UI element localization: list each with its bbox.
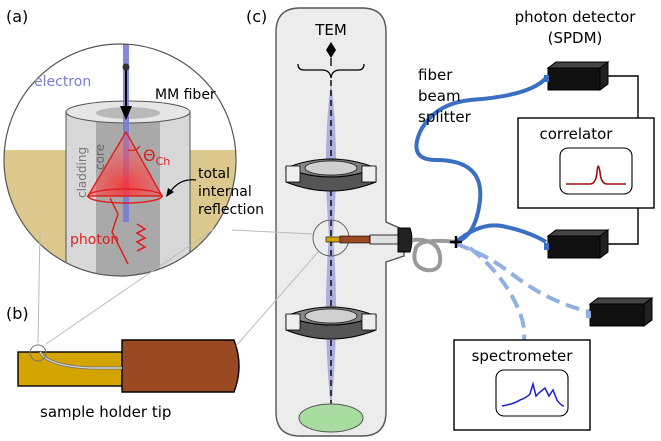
photon-detector-label-2: (SPDM) (548, 29, 603, 47)
theta-label: ΘCh (143, 146, 170, 168)
core-label: core (93, 144, 107, 170)
correlator-wire-top (608, 75, 639, 118)
holder-zoom-circle (29, 344, 47, 362)
correlator-box: correlator (517, 117, 655, 209)
splitter-label-1: fiber (418, 66, 453, 84)
lower-lens (284, 306, 378, 340)
panel-a-zoom: electron MM fiber cladding core ΘCh tota… (3, 43, 264, 277)
electron-label: electron (34, 74, 91, 90)
dashed-fiber-right (455, 242, 591, 314)
detector-upper (544, 61, 610, 91)
detector-lower (586, 297, 654, 327)
zoom-circle-border (3, 43, 237, 277)
theta-arc (127, 145, 141, 152)
tir-arrow (169, 179, 197, 193)
gun-tip-icon (326, 42, 336, 58)
fiber-network: fiber beam splitter (411, 66, 591, 341)
upper-lens (284, 158, 378, 192)
correlation-peak (566, 165, 626, 185)
splitter-label-2: beam (418, 87, 461, 105)
holder-body-brown (121, 339, 240, 393)
electron-arrow-icon (120, 106, 132, 120)
tir-label-1: total (198, 166, 230, 182)
detector-middle (544, 229, 610, 259)
photon-path (109, 197, 129, 265)
spectrometer-label: spectrometer (472, 347, 574, 365)
splitter-label-3: splitter (418, 108, 472, 126)
photon-wave (135, 223, 147, 252)
panel-b: (b) sample holder tip (6, 228, 240, 421)
correlator-label: correlator (540, 125, 614, 143)
dashed-fiber-down (468, 246, 527, 341)
electron-dot (122, 63, 130, 71)
tem-column: TEM (231, 7, 413, 437)
mm-fiber-label: MM fiber (155, 87, 216, 103)
sample-holder-label: sample holder tip (40, 403, 171, 421)
electron-gun (297, 63, 365, 79)
spectrometer-box: spectrometer (453, 339, 591, 431)
blue-fiber-lower (454, 223, 548, 244)
fluorescent-screen (298, 403, 364, 433)
holder-knob (397, 227, 413, 253)
cladding-label: cladding (75, 147, 89, 198)
tir-label-3: reflection (198, 202, 264, 218)
panel-label-b: (b) (6, 304, 29, 323)
photon-label: photon (70, 232, 119, 248)
correlator-wire-bottom (608, 208, 639, 245)
grey-fiber (411, 237, 457, 273)
photon-detector-label-1: photon detector (515, 8, 637, 26)
spectrum-trace (501, 381, 565, 407)
tem-label: TEM (314, 21, 347, 39)
tem-holder-rod (325, 236, 341, 243)
cherenkov-cone (86, 130, 164, 197)
panel-label-a: (a) (6, 7, 28, 26)
panel-label-c: (c) (246, 7, 267, 26)
tir-label-2: internal (198, 184, 252, 200)
blue-fiber-upper (414, 76, 548, 244)
